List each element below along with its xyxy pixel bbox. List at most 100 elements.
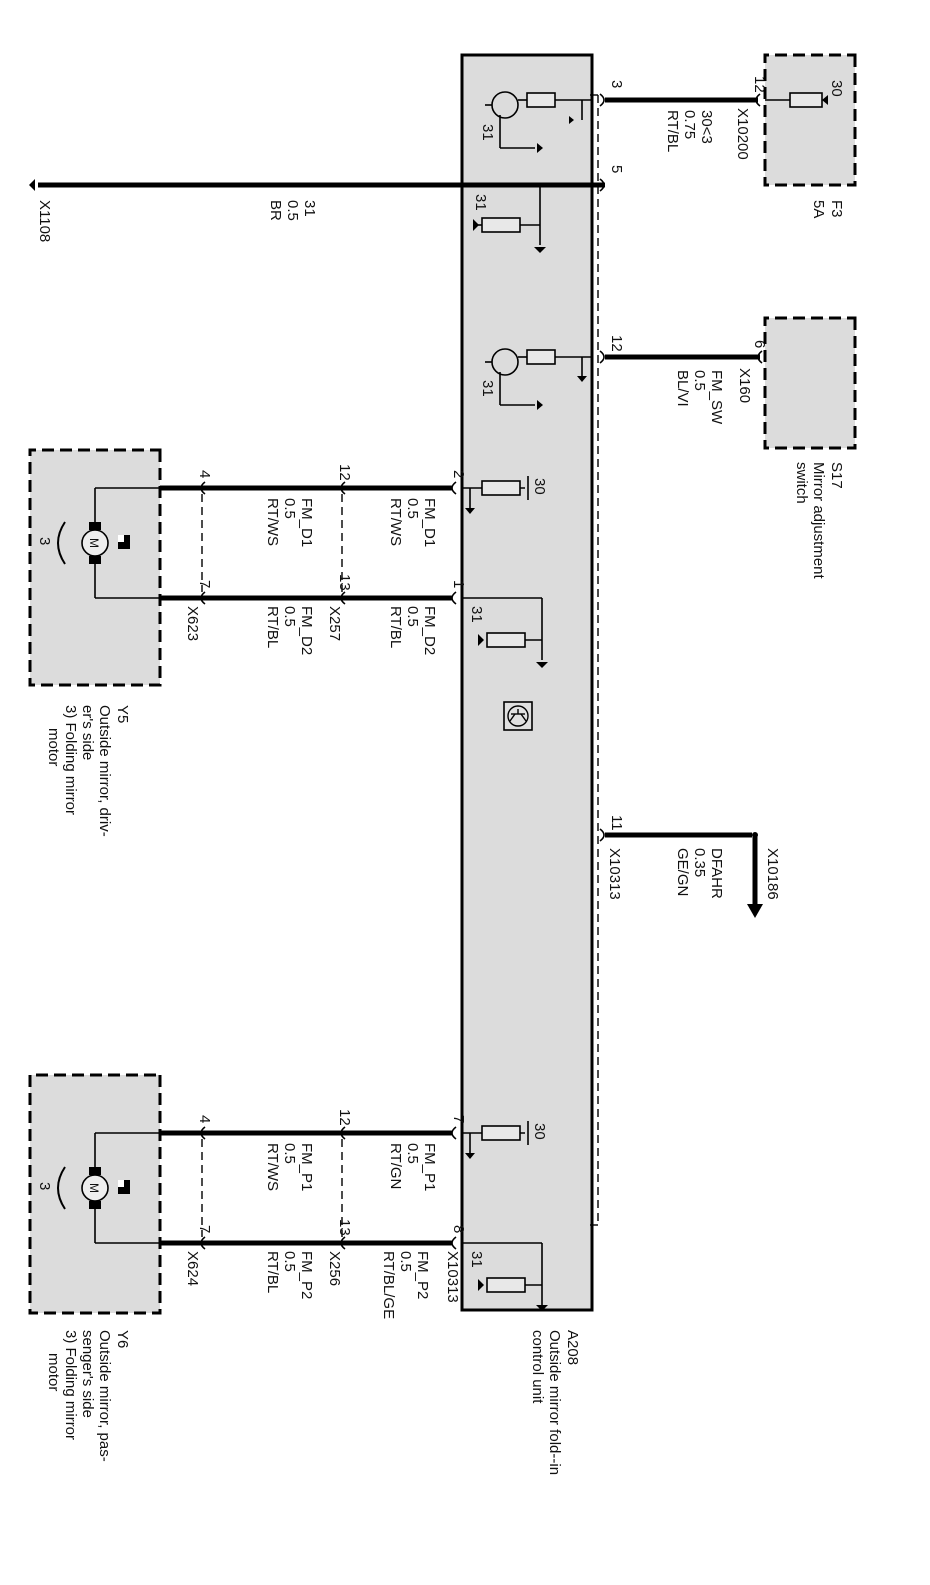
- motor-description: motor: [45, 728, 62, 766]
- mirror-fold-icon: [118, 1180, 130, 1194]
- target-connector-id: X10186: [764, 848, 781, 900]
- resistor-icon: [486, 632, 526, 648]
- ground-icon: [537, 143, 543, 153]
- motor-description: er's side: [79, 705, 96, 760]
- wire-signal: FM_P2: [298, 1251, 315, 1299]
- pin-terminal: [599, 93, 605, 107]
- wire-color: RT/WS: [264, 498, 281, 546]
- connector-id: X10200: [734, 108, 751, 160]
- pin-terminal: [200, 1236, 206, 1250]
- ground-circuit: 5 31 0.5 BR X1108 31: [29, 165, 625, 253]
- switch-circuit: 12 6 FM_SW 0.5 BL/VI X160 S17 Mirror adj…: [479, 316, 857, 580]
- arrow-down-icon: [569, 116, 574, 124]
- pin-label: 11: [608, 815, 625, 831]
- connector-id: X160: [736, 368, 753, 403]
- wake-circuit: 11 DFAHR 0.35 GE/GN X10313 X10186: [599, 815, 781, 918]
- motor-description: motor: [45, 1353, 62, 1391]
- wire-gauge: 0.5: [404, 1143, 421, 1164]
- wire-signal: FM_D1: [421, 498, 438, 547]
- wire-color: RT/BL: [264, 606, 281, 648]
- wire-color: RT/WS: [264, 1143, 281, 1191]
- motor-id: Y6: [114, 1330, 131, 1348]
- connector-id: X1108: [36, 200, 53, 242]
- ground-label: 31: [468, 1251, 485, 1268]
- power-circuit: 3 12 30<3 0.75 RT/BL X10200 30 F3 5A 31: [479, 53, 857, 218]
- switch-id: S17: [828, 462, 845, 489]
- connector-id: X624: [184, 1251, 201, 1286]
- wire-color: RT/BL/GE: [380, 1251, 397, 1319]
- ground-label: 31: [479, 380, 496, 397]
- arrow-icon: [465, 1153, 475, 1159]
- resistor-icon: [526, 349, 556, 365]
- wire-signal: FM_P1: [421, 1143, 438, 1191]
- motor-description: Outside mirror, pas-: [96, 1330, 113, 1462]
- motor-description: 3) Folding mirror: [62, 1330, 79, 1440]
- supply-label: 30: [531, 1123, 548, 1140]
- pin-terminal: [200, 481, 206, 495]
- wire-gauge: 0.5: [691, 370, 708, 391]
- wire-signal: FM_SW: [708, 370, 725, 425]
- wire-signal: 31: [301, 200, 318, 217]
- wire-gauge: 0.5: [397, 1251, 414, 1272]
- control-unit-id: A208: [564, 1330, 581, 1365]
- pin-label: 13: [336, 1219, 353, 1236]
- pin-terminal: [757, 350, 763, 364]
- fuse-id: F3: [828, 200, 845, 218]
- motor-icon: M: [81, 522, 109, 564]
- driver-harness: 2 1 12 13 X257 4 7 X623 FM_D1 0.5 RT/WS …: [28, 448, 548, 837]
- pin-terminal: [451, 1236, 457, 1250]
- motor-description: 3) Folding mirror: [62, 705, 79, 815]
- wire-gauge: 0.5: [281, 498, 298, 519]
- connector-id: X10313: [606, 848, 623, 900]
- connector-id: X257: [326, 606, 343, 641]
- ground-icon: [478, 1279, 484, 1291]
- ground-icon: [536, 1305, 548, 1311]
- wire-color: RT/BL: [264, 1251, 281, 1293]
- pin-terminal: [451, 481, 457, 495]
- wire-signal: FM_D2: [298, 606, 315, 655]
- switch-description-2: switch: [793, 462, 810, 504]
- wire-signal: FM_D2: [421, 606, 438, 655]
- pin-terminal: [451, 591, 457, 605]
- motion-label: 3: [36, 1182, 53, 1190]
- passenger-harness: 7 8 X10313 12 13 X256 4 7 X624 FM_P1 0.5…: [28, 1073, 548, 1462]
- wire-signal: 30<3: [698, 110, 715, 144]
- rotation-arc-icon: [57, 1166, 66, 1210]
- pin-label: 8: [450, 1225, 467, 1233]
- switch-box-s17: [763, 316, 857, 450]
- pin-terminal: [340, 591, 346, 605]
- pin-label: 2: [450, 470, 467, 478]
- control-unit-body: [460, 53, 594, 1312]
- mirror-fold-icon: [118, 535, 130, 549]
- pin-terminal: [340, 1236, 346, 1250]
- pin-label: 12: [336, 464, 353, 481]
- ground-icon: [537, 400, 543, 410]
- pin-terminal: [599, 178, 605, 192]
- pin-label: 12: [608, 335, 625, 352]
- ground-icon: [536, 662, 548, 668]
- pin-terminal: [599, 350, 605, 364]
- wire-color: BL/VI: [674, 370, 691, 407]
- resistor-icon: [481, 480, 521, 496]
- fuse-terminal-label: 30: [828, 80, 845, 97]
- motor-icon: M: [81, 1167, 109, 1209]
- ground-icon: [473, 219, 479, 231]
- pin-label: 7: [196, 580, 213, 588]
- pin-label: 7: [450, 1115, 467, 1123]
- wire-gauge: 0.75: [681, 110, 698, 139]
- wire-gauge: 0.5: [404, 606, 421, 627]
- pin-terminal: [451, 1126, 457, 1140]
- wire-color: BR: [267, 200, 284, 221]
- resistor-icon: [481, 217, 521, 233]
- ground-icon: [478, 634, 484, 646]
- resistor-icon: [526, 92, 556, 108]
- arrow-icon: [465, 508, 475, 514]
- motion-label: 3: [36, 537, 53, 545]
- wire-gauge: 0.35: [691, 848, 708, 877]
- wire-signal: FM_P1: [298, 1143, 315, 1191]
- pin-terminal: [200, 591, 206, 605]
- connector-id: X10313: [444, 1251, 461, 1303]
- pin-label: 12: [336, 1109, 353, 1126]
